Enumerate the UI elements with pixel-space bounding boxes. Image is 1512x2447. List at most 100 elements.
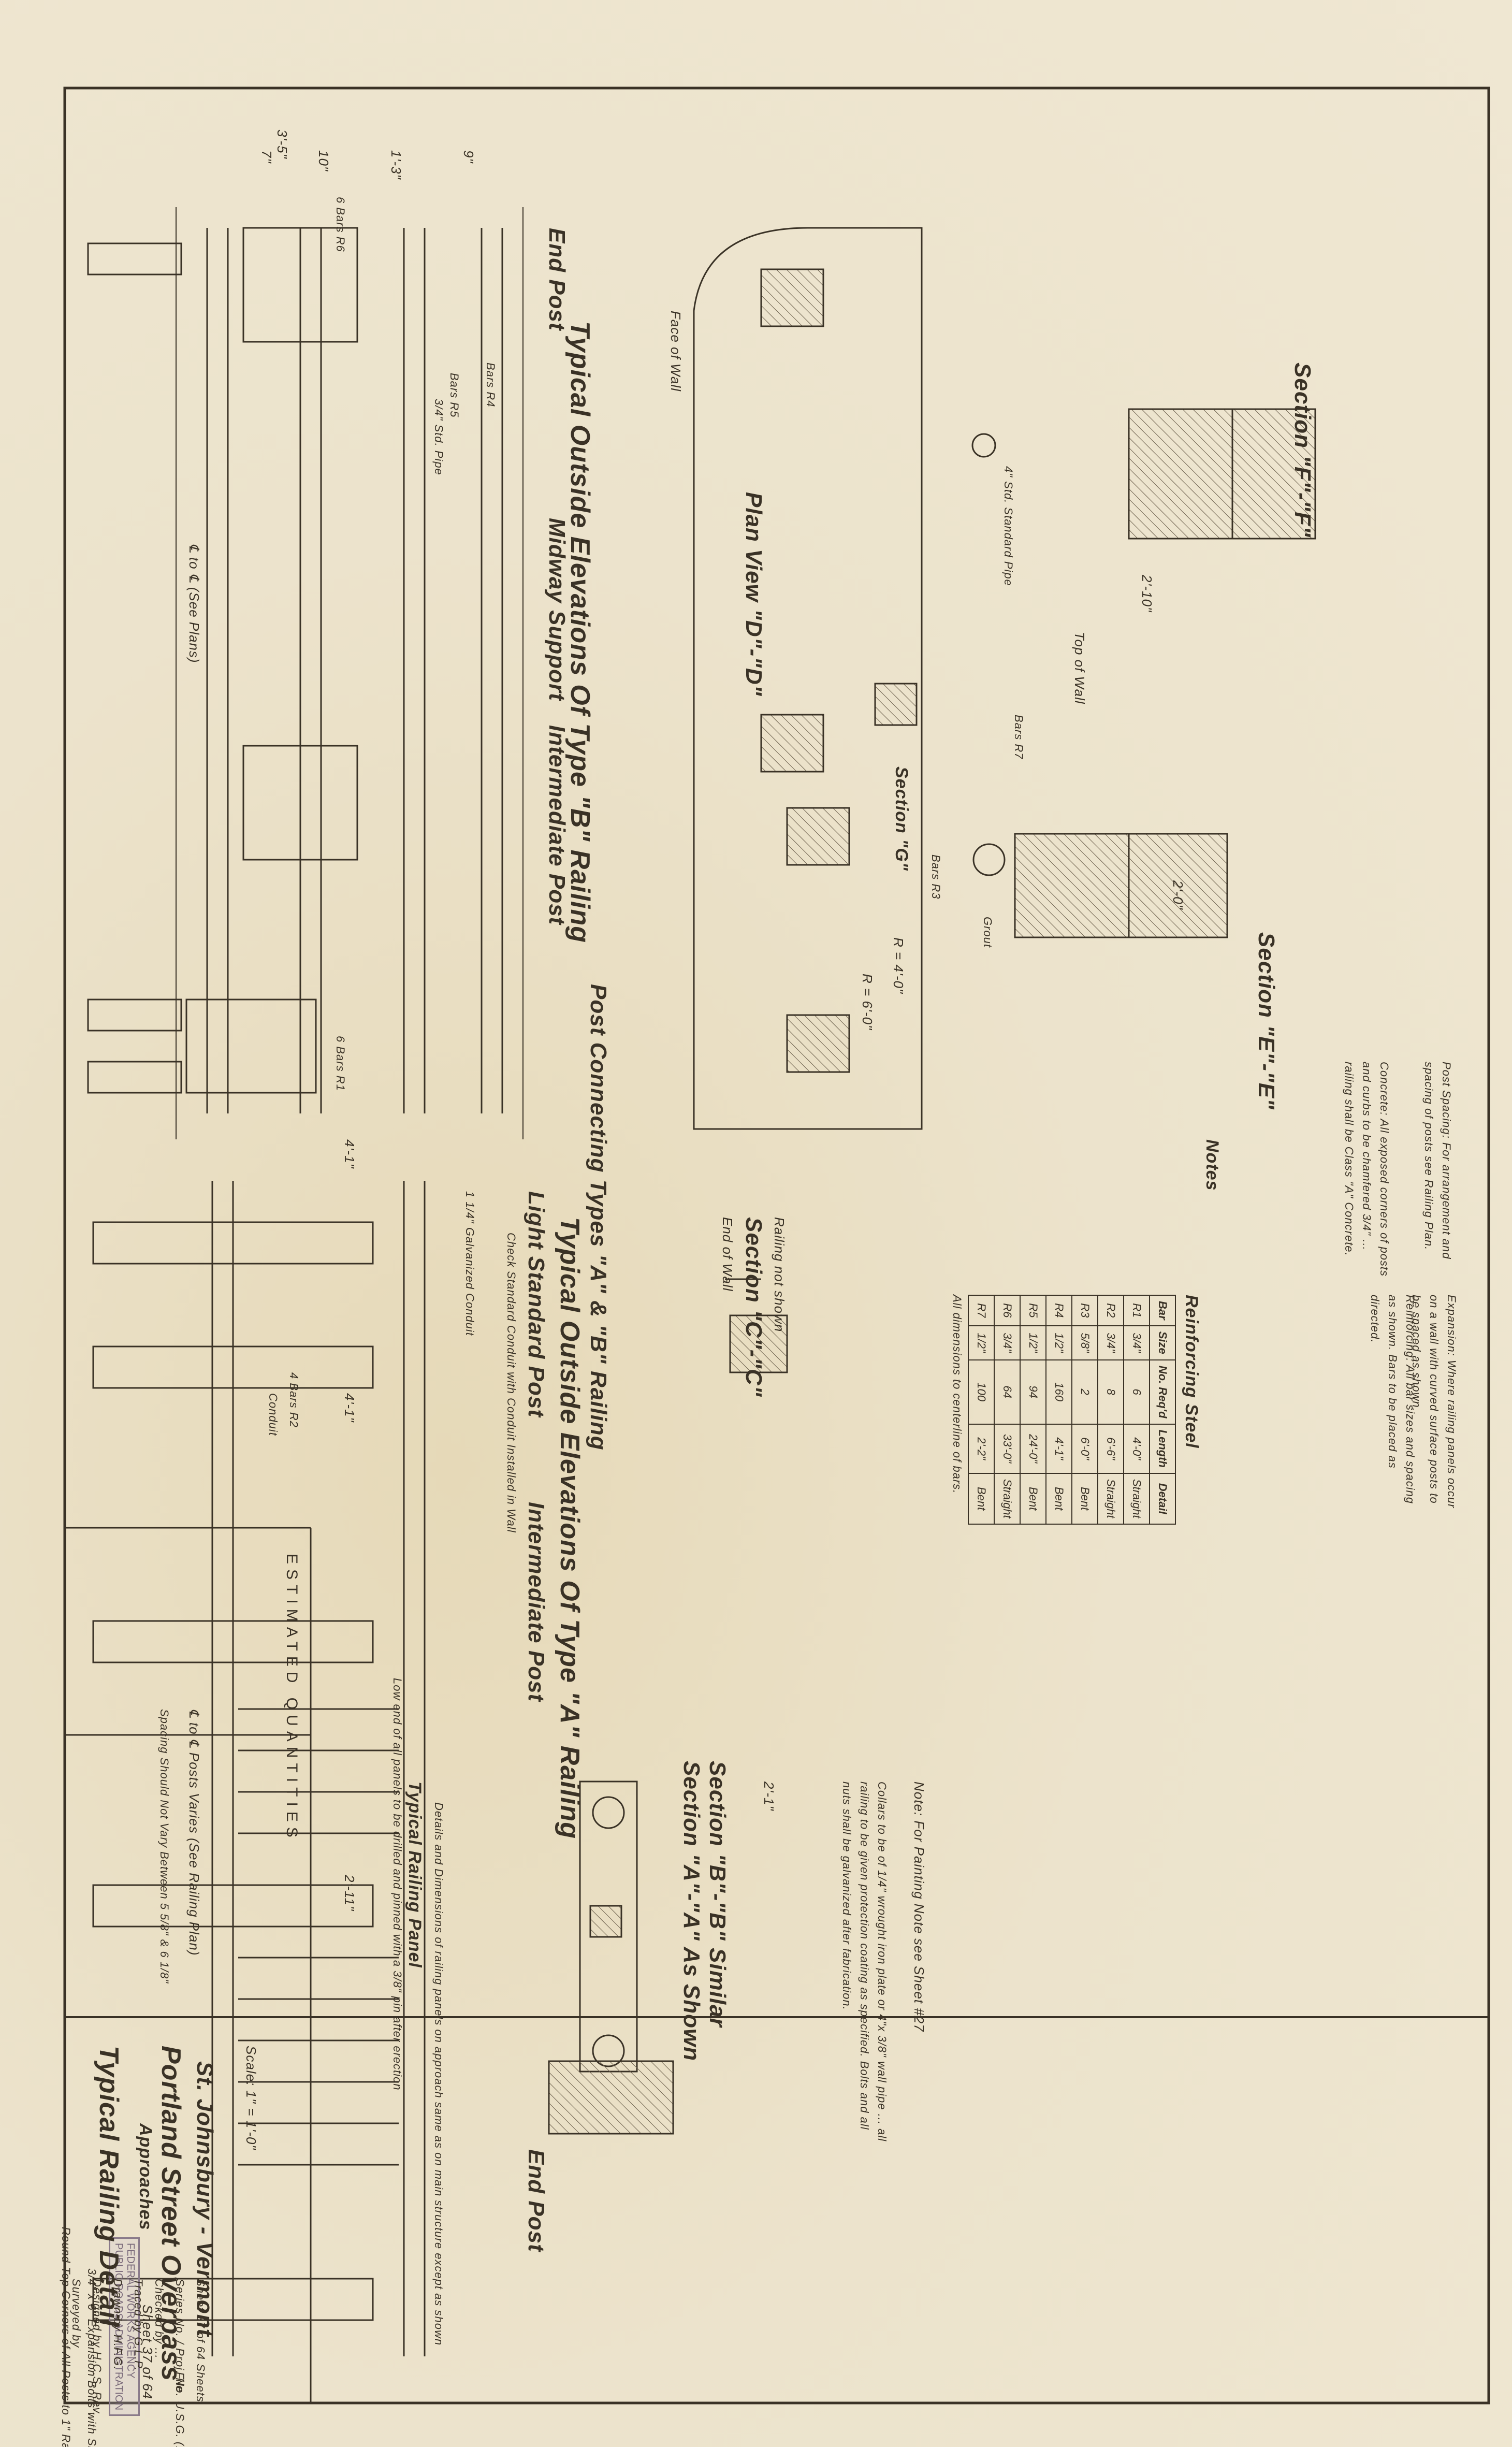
section-f [971, 408, 1316, 540]
dim-7: 7" [259, 150, 274, 164]
title-file: File [173, 2372, 186, 2393]
label-bars-r7: Bars R7 [1012, 715, 1025, 760]
outer-border [63, 86, 1490, 2405]
table-cell: Straight [1098, 1473, 1124, 1524]
title-designed: Designed by H.C.S. Rev. [91, 2279, 104, 2416]
table-cell: 64 [994, 1359, 1020, 1424]
label-bars-r1: 6 Bars R1 [334, 1036, 347, 1091]
table-cell: 2'-2" [968, 1424, 994, 1473]
dim-cl-posts-a: ℄ to ℄ Posts Varies (See Railing Plan) [186, 1709, 202, 1956]
label-galv-conduit: 1 1/4" Galvanized Conduit [463, 1191, 476, 1336]
table-cell: 6'-0" [1072, 1424, 1098, 1473]
label-conduit: Conduit [267, 1393, 280, 1436]
notes-heading: Notes [1202, 1139, 1222, 1191]
top-of-wall-label: Top of Wall [1072, 632, 1087, 704]
plan-view-title: Plan View "D"-"D" [741, 492, 766, 697]
dim-r4: R = 4'-0" [891, 937, 906, 994]
table-cell: 5/8" [1072, 1325, 1098, 1360]
label-bars-r3: Bars R3 [929, 855, 942, 900]
dim-2-11: 2'-11" [342, 1875, 357, 1912]
table-header: Size [1150, 1325, 1175, 1360]
table-cell: 160 [1046, 1359, 1072, 1424]
railing-panel-title: Typical Railing Panel [405, 1782, 425, 1968]
section-c [725, 1278, 788, 1373]
table-cell: 4'-0" [1124, 1424, 1150, 1473]
table-cell: 8 [1098, 1359, 1124, 1424]
table-cell: 1/2" [968, 1325, 994, 1360]
section-e [874, 683, 1228, 938]
type-b-title: Typical Outside Elevations Of Type "B" R… [565, 321, 595, 944]
table-header: No. Req'd [1150, 1359, 1175, 1424]
face-of-wall-label: Face of Wall [668, 311, 684, 392]
table-cell: 33'-0" [994, 1424, 1020, 1473]
estimated-quantities-label: ESTIMATED QUANTITIES [283, 1554, 300, 1843]
section-a [548, 1780, 674, 2135]
dim-9: 9" [461, 150, 476, 164]
label-standard-pipe: 4" Std. Standard Pipe [1002, 466, 1015, 586]
label-low-end-note: Low end of all panels to be drilled and … [391, 1678, 404, 2091]
table-cell: R2 [1098, 1295, 1124, 1326]
table-header: Bar [1150, 1295, 1175, 1326]
label-panel-note: Details and Dimensions of railing panels… [432, 1802, 445, 2346]
table-header: Detail [1150, 1473, 1175, 1524]
label-conduit-note: Check Standard Conduit with Conduit Inst… [505, 1233, 518, 1533]
table-cell: Bent [968, 1473, 994, 1524]
table-cell: R3 [1072, 1295, 1098, 1326]
dim-3-5: 3'-5" [274, 129, 290, 159]
table-cell: Bent [1046, 1473, 1072, 1524]
section-g-title: Section "G" [892, 766, 911, 871]
label-grout: Grout [981, 917, 994, 948]
label-pipe: 3/4" Std. Pipe [432, 399, 445, 475]
title-line2: Approaches [136, 2123, 155, 2231]
table-cell: 94 [1020, 1359, 1046, 1424]
table-cell: 3/4" [1124, 1325, 1150, 1360]
label-bars-r2: 4 Bars R2 [287, 1372, 300, 1428]
section-c-title: Section "C"-"C" [741, 1217, 766, 1397]
title-checked: Checked by ... [153, 2279, 166, 2359]
title-series: Series No. / Proj. No. U.S.G. (1) [173, 2279, 186, 2447]
table-cell: 6 [1124, 1359, 1150, 1424]
label-bars-r6: 6 Bars R6 [334, 197, 347, 252]
dim-r6: R = 6'-0" [860, 974, 875, 1031]
dim-2-10: 2'-10" [1139, 575, 1155, 613]
title-traced: Traced by G.L.P. [132, 2279, 145, 2371]
note-concrete: Concrete: All exposed corners of posts a… [1343, 1062, 1391, 1277]
note-expansion: Expansion: Where railing panels occur on… [1410, 1295, 1458, 1509]
table-cell: R4 [1046, 1295, 1072, 1326]
section-a-caption: Note: For Painting Note see Sheet #27 [911, 1782, 927, 2032]
label-spacing-note: Spacing Should Not Vary Between 5 5/8" &… [158, 1709, 171, 1984]
section-a-title: Section "A"-"A" As Shown [679, 1761, 704, 2062]
label-bars-r5: Bars R5 [448, 373, 461, 418]
table-cell: 24'-0" [1020, 1424, 1046, 1473]
table-cell: R5 [1020, 1295, 1046, 1326]
type-a-elevation [92, 1181, 426, 2356]
intermediate-post-label-a: Intermediate Post [524, 1502, 549, 1702]
type-a-title: Typical Outside Elevations Of Type "A" R… [555, 1217, 585, 1840]
dim-1-3: 1'-3" [388, 150, 404, 180]
dim-2-0: 2'-0" [1170, 880, 1186, 910]
dim-2-1: 2'-1" [761, 1782, 777, 1811]
reinforcing-table-footnote: All dimensions to centerline of bars. [951, 1295, 964, 1494]
table-cell: 100 [968, 1359, 994, 1424]
end-post-label-a: End Post [524, 2149, 549, 2252]
table-cell: 2 [1072, 1359, 1098, 1424]
section-e-title: Section "E"-"E" [1254, 932, 1279, 1110]
note-post-spacing: Post Spacing: For arrangement and spacin… [1422, 1062, 1453, 1259]
table-cell: Straight [994, 1473, 1020, 1524]
end-of-wall-label: End of Wall [720, 1217, 735, 1292]
table-cell: R1 [1124, 1295, 1150, 1326]
table-cell: 4'-1" [1046, 1424, 1072, 1473]
title-drawn: Drawn by H.F.G. [111, 2279, 124, 2370]
section-c-sub: Railing not shown [772, 1217, 787, 1333]
dim-10: 10" [316, 150, 331, 172]
table-cell: 6'-6" [1098, 1424, 1124, 1473]
